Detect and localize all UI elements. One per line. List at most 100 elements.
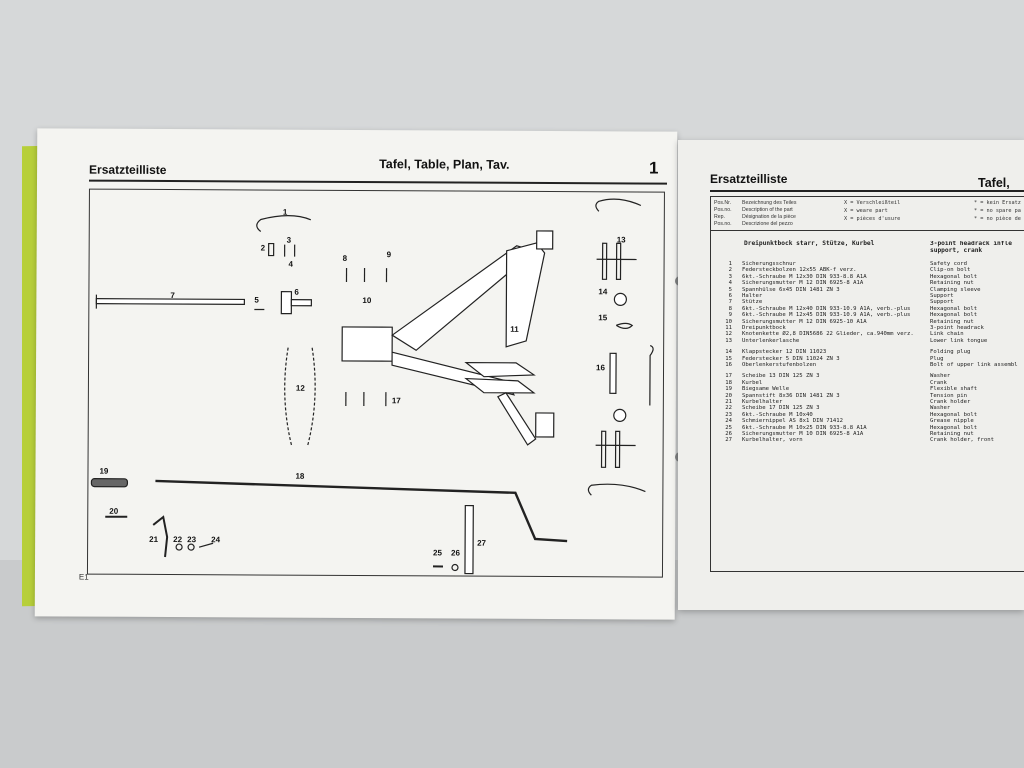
legend-star-1: * = no spare pa (974, 208, 1021, 214)
row-desc-de: Dreipunktbock (742, 325, 786, 331)
part-label-18: 18 (295, 471, 305, 481)
right-header-title: Ersatzteilliste (710, 172, 788, 186)
part-label-2: 2 (260, 243, 266, 253)
row-desc-en: Crank holder (930, 399, 971, 405)
row-desc-en: Clamping sleeve (930, 286, 981, 293)
row-pos: 26 (725, 431, 732, 437)
row-desc-de: Unterlenkerlasche (742, 337, 800, 344)
part-label-24: 24 (211, 535, 221, 545)
part-label-21: 21 (149, 534, 159, 544)
row-desc-de: 6kt.-Schraube M 10x40 (742, 411, 813, 418)
row-desc-de: Stütze (742, 299, 763, 306)
row-desc-en: Clip-on bolt (930, 267, 971, 274)
row-pos: 18 (725, 379, 732, 386)
row-desc-de: Klappstecker 12 DIN 11023 (742, 349, 827, 356)
part-label-26: 26 (451, 548, 460, 558)
part-label-16: 16 (596, 363, 605, 373)
part-label-20: 20 (109, 506, 119, 516)
row-desc-de: 6kt.-Schraube M 12x45 DIN 933-10.9 A1A, … (742, 312, 911, 319)
row-desc-en: Support (930, 293, 954, 299)
group-title-en: 3-point headrack infle support, crank (930, 241, 1012, 254)
row-pos: 8 (728, 305, 732, 312)
row-pos: 1 (728, 261, 732, 267)
row-desc-en: Crank (930, 379, 947, 386)
row-pos: 22 (725, 405, 732, 412)
part-label-5: 5 (254, 295, 259, 305)
row-pos: 17 (725, 373, 732, 380)
row-pos: 24 (725, 418, 732, 425)
part-label-10: 10 (362, 296, 372, 306)
row-desc-en: 3-point headrack (930, 325, 984, 331)
part-label-6: 6 (294, 287, 299, 297)
row-desc-en: Safety cord (930, 261, 968, 267)
part-label-23: 23 (187, 535, 197, 545)
legend-star-2: * = no pièce de (974, 216, 1021, 222)
row-pos: 12 (725, 331, 732, 338)
part-label-14: 14 (598, 287, 608, 297)
row-desc-en: Washer (930, 373, 951, 380)
row-pos: 13 (725, 337, 732, 344)
parts-table-frame (710, 196, 1024, 572)
col-desc-3: Descrizione del pezzo (742, 221, 793, 227)
row-desc-en: Plug (930, 355, 944, 362)
part-label-22: 22 (173, 535, 183, 545)
row-desc-de: Sicherungsschnur (742, 261, 796, 267)
legend-star-0: * = kein Ersatz (974, 200, 1021, 206)
row-desc-de: Spannhülse 6x45 DIN 1481 ZN 3 (742, 286, 840, 293)
table-header-rule (710, 230, 1024, 231)
exploded-diagram (90, 198, 654, 575)
row-desc-de: Scheibe 13 DIN 125 ZN 3 (742, 373, 820, 380)
row-pos: 2 (728, 267, 732, 274)
row-desc-en: Hexagonal bolt (930, 411, 978, 418)
row-pos: 23 (725, 411, 732, 418)
row-pos: 3 (728, 273, 732, 280)
row-desc-de: Kurbel (742, 379, 763, 386)
row-desc-en: Folding plug (930, 349, 971, 356)
col-pos-1: Pos.no. (714, 207, 732, 213)
row-pos: 14 (725, 349, 732, 356)
left-page: Ersatzteilliste Tafel, Table, Plan, Tav.… (34, 128, 678, 620)
col-desc-1: Description of the part (742, 207, 793, 213)
row-desc-en: Hexagonal bolt (930, 312, 978, 319)
row-pos: 16 (725, 362, 732, 368)
part-label-3: 3 (286, 235, 292, 245)
row-desc-de: Sicherungsmutter M 12 DIN 6925-8 A1A (742, 280, 864, 287)
part-label-15: 15 (598, 313, 608, 323)
row-pos: 7 (728, 299, 732, 306)
row-pos: 10 (725, 318, 732, 325)
row-desc-en: Retaining nut (930, 280, 974, 287)
col-pos-3: Pos.no. (714, 221, 732, 227)
part-label-13: 13 (616, 235, 626, 245)
row-desc-en: Lower link tongue (930, 337, 988, 344)
row-desc-en: Crank holder, front (930, 437, 994, 444)
part-label-12: 12 (295, 383, 305, 393)
row-desc-en: Hexagonal bolt (930, 424, 978, 431)
right-page: Ersatzteilliste Tafel, Pos.Nr. Pos.no. R… (678, 140, 1024, 610)
part-label-9: 9 (386, 250, 392, 260)
row-desc-de: Kurbelhalter (742, 399, 783, 405)
row-desc-de: Knotenkette Ø2,8 DIN5686 22 Glieder, ca.… (742, 331, 914, 338)
row-pos: 21 (725, 399, 732, 405)
col-desc-2: Désignation de la pièce (742, 214, 796, 220)
row-desc-de: Oberlenkerstufenbolzen (742, 362, 817, 368)
row-pos: 4 (728, 280, 732, 287)
right-header-tafel: Tafel, (978, 176, 1010, 190)
row-desc-de: Federsteckbolzen 12x55 ABK-f verz. (742, 267, 857, 274)
col-pos-2: Rep. (714, 214, 725, 220)
row-pos: 5 (728, 286, 732, 293)
row-pos: 19 (725, 386, 732, 393)
row-pos: 25 (725, 424, 732, 431)
row-desc-en: Grease nipple (930, 418, 974, 425)
row-pos: 11 (725, 325, 732, 331)
right-header-rule (710, 190, 1024, 192)
row-desc-en: Flexible shaft (930, 386, 978, 393)
row-pos: 9 (728, 312, 732, 319)
row-desc-de: Spannstift 8x36 DIN 1481 ZN 3 (742, 392, 840, 399)
row-pos: 6 (728, 293, 732, 299)
row-desc-en: Support (930, 299, 954, 306)
part-label-11: 11 (510, 324, 519, 334)
row-pos: 20 (725, 392, 732, 399)
row-desc-en: Retaining nut (930, 431, 974, 437)
row-desc-en: Bolt of upper link assembl (930, 362, 1018, 368)
part-label-17: 17 (391, 396, 401, 406)
